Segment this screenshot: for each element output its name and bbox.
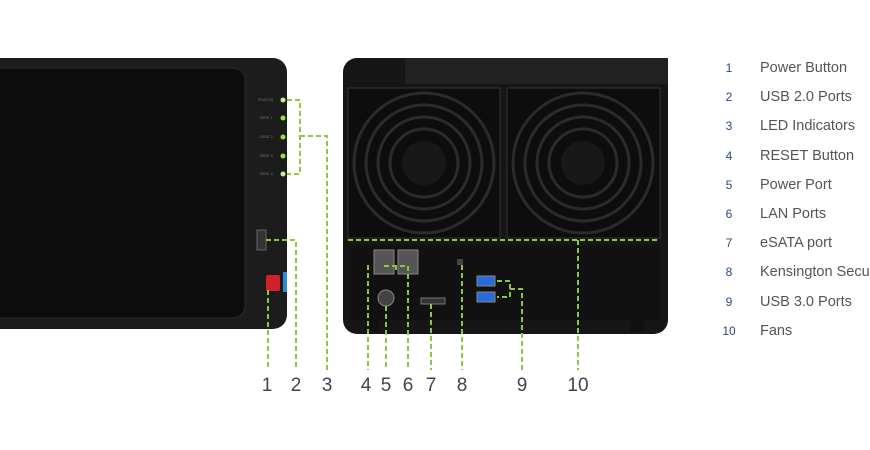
legend-label: eSATA port xyxy=(760,235,832,252)
power-port-icon xyxy=(377,289,395,307)
legend-number: 7 xyxy=(725,236,733,251)
legend-label: USB 2.0 Ports xyxy=(760,89,852,106)
callout-number: 9 xyxy=(517,375,528,396)
legend-item: 9 USB 3.0 Ports xyxy=(718,292,870,321)
callout-numbers: 1 2 3 4 5 6 7 8 9 10 xyxy=(262,375,589,396)
legend-label: LAN Ports xyxy=(760,205,827,222)
legend-number: 1 xyxy=(725,61,733,75)
top-lid xyxy=(405,58,668,84)
legend-number: 2 xyxy=(725,90,733,105)
io-panel xyxy=(350,246,660,320)
usb3-port-icon xyxy=(476,275,496,287)
legend-item: 8 Kensington Secu xyxy=(718,262,870,291)
legend-number: 8 xyxy=(725,265,733,280)
led-disk1-icon xyxy=(280,115,286,121)
led-status-icon xyxy=(280,97,286,103)
legend-number: 3 xyxy=(725,119,733,134)
led-disk2-icon xyxy=(280,134,286,140)
callout-line-2 xyxy=(266,239,297,370)
legend-item: 2 USB 2.0 Ports xyxy=(718,87,870,116)
fan-right-icon xyxy=(506,87,661,239)
callout-number: 5 xyxy=(381,375,392,396)
legend-item: 7 eSATA port xyxy=(718,233,870,262)
legend-label: RESET Button xyxy=(760,147,855,164)
callout-number: 10 xyxy=(567,375,588,396)
led-disk4-icon xyxy=(280,171,286,177)
callout-number: 8 xyxy=(457,375,468,396)
legend-label: Power Port xyxy=(760,176,832,193)
legend-item: 1 Power Button xyxy=(718,58,870,87)
legend-number: 4 xyxy=(725,148,733,163)
led-disk3-icon xyxy=(280,153,286,159)
power-button-icon xyxy=(266,275,280,291)
callout-line-10 xyxy=(348,239,660,370)
callout-lines xyxy=(266,99,660,370)
callout-number: 7 xyxy=(426,375,437,396)
led-label: DISK 3 xyxy=(260,153,273,158)
led-label: DISK 4 xyxy=(260,171,273,176)
front-view: STATUS DISK 1 DISK 2 DISK 3 DISK 4 xyxy=(0,58,287,329)
legend-item: 3 LED Indicators xyxy=(718,116,870,145)
legend-number: 6 xyxy=(725,206,733,221)
callout-number: 4 xyxy=(361,375,372,396)
blue-indicator xyxy=(283,272,287,292)
legend-label: Fans xyxy=(760,322,793,339)
legend-item: 5 Power Port xyxy=(718,175,870,204)
callout-line-3 xyxy=(287,99,328,370)
callout-number: 6 xyxy=(403,375,414,396)
legend-item: 6 LAN Ports xyxy=(718,204,870,233)
front-panel xyxy=(0,67,246,319)
callout-number: 3 xyxy=(322,375,333,396)
led-label: DISK 1 xyxy=(260,115,273,120)
fan-left-icon xyxy=(347,87,501,239)
legend-label: Power Button xyxy=(760,60,848,76)
esata-port-icon xyxy=(420,297,446,305)
legend-item: 10 Fans xyxy=(718,321,870,350)
kensington-slot-icon xyxy=(457,259,463,265)
led-label: DISK 2 xyxy=(260,134,273,139)
led-label: STATUS xyxy=(258,97,274,102)
legend-item: 4 RESET Button xyxy=(718,146,870,175)
legend-label: LED Indicators xyxy=(760,118,856,135)
usb2-port-icon xyxy=(256,229,267,251)
legend-number: 10 xyxy=(722,323,736,338)
foot xyxy=(630,318,644,332)
callout-number: 2 xyxy=(291,375,302,396)
usb3-port-icon xyxy=(476,291,496,303)
legend-label: USB 3.0 Ports xyxy=(760,293,852,310)
legend: 1 Power Button 2 USB 2.0 Ports 3 LED Indica… xyxy=(718,58,870,350)
led-indicators: STATUS DISK 1 DISK 2 DISK 3 DISK 4 xyxy=(258,97,286,177)
callout-line-6 xyxy=(384,265,409,370)
legend-label: Kensington Secu xyxy=(760,264,870,281)
callout-number: 1 xyxy=(262,375,273,396)
legend-number: 9 xyxy=(725,294,733,309)
lan-port-icon xyxy=(373,249,395,275)
callout-line-9 xyxy=(497,280,523,370)
back-view xyxy=(343,58,668,334)
legend-number: 5 xyxy=(725,177,733,192)
